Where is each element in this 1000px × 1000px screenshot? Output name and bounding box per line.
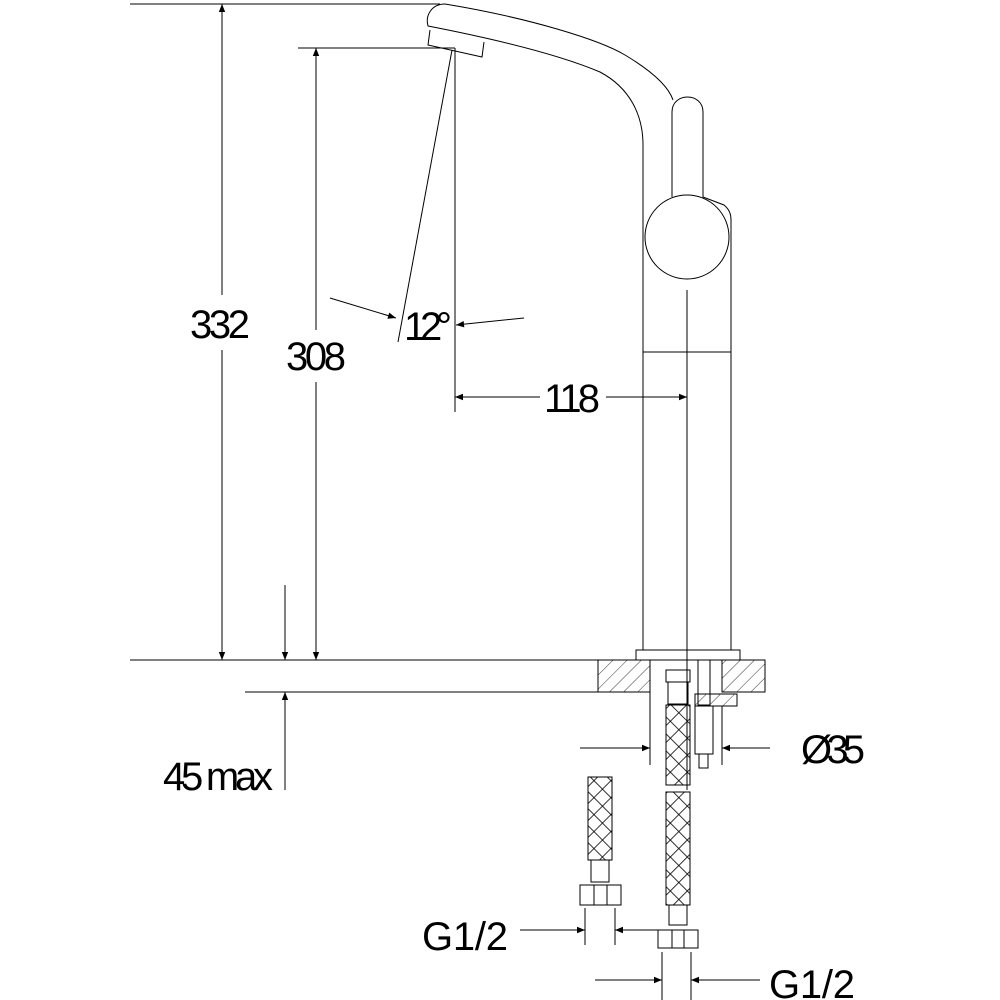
supply-hoses: [579, 669, 699, 949]
counter-section: [130, 659, 766, 769]
dim-label-45max: 45 max: [163, 755, 273, 799]
dimension-hole-diameter: Ø35: [580, 692, 865, 772]
dim-label-diameter-35: Ø35: [801, 728, 865, 772]
dim-label-12deg: 12°: [404, 305, 452, 349]
dimension-thread-left: G1/2: [422, 908, 660, 959]
dim-label-118: 118: [544, 377, 600, 421]
dimension-spout-reach: 118: [455, 377, 687, 421]
dim-label-308: 308: [286, 335, 346, 379]
dimension-thread-right: G1/2: [595, 952, 855, 1000]
dim-label-g12-left: G1/2: [422, 915, 508, 959]
faucet-body: [426, 3, 741, 790]
dimension-spout-height: 308: [286, 47, 455, 660]
dimension-spout-angle: 12°: [329, 48, 525, 412]
dim-label-332: 332: [190, 303, 250, 347]
dimension-total-height: 332: [130, 3, 440, 660]
dimension-deck-thickness: 45 max: [163, 585, 289, 799]
dim-label-g12-right: G1/2: [769, 963, 855, 1000]
